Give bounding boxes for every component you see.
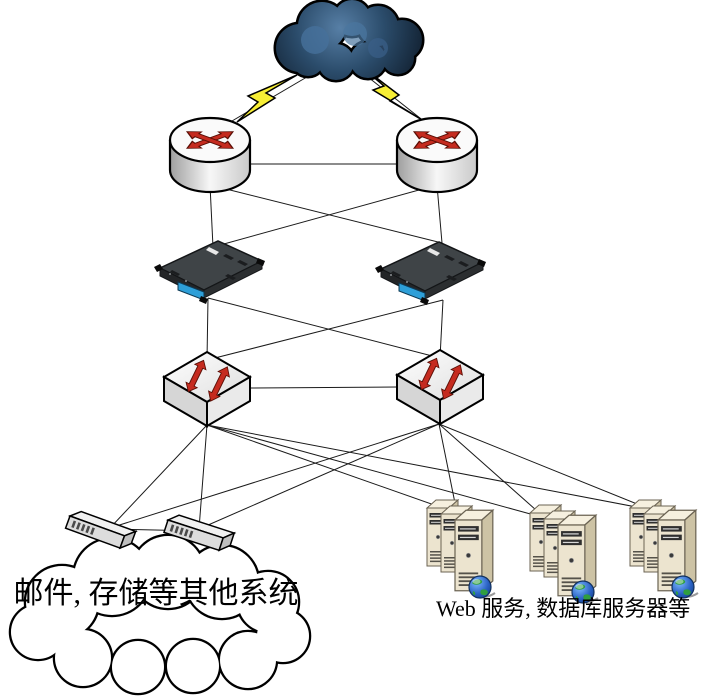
lightning-bolt-left-icon — [236, 74, 298, 123]
core-switch-1 — [153, 240, 266, 305]
other-systems-label: 邮件, 存储等其他系统 — [13, 577, 299, 610]
edge-router-1 — [170, 118, 250, 192]
workgroup-switch-2 — [397, 350, 483, 424]
server-cluster-1 — [427, 500, 495, 598]
core-switch-2 — [374, 241, 487, 306]
edge-router-2 — [397, 118, 477, 192]
other-systems-cloud-icon — [8, 533, 312, 696]
server-caption: Web 服务, 数据库服务器等 — [436, 596, 691, 621]
server-cluster-3 — [630, 500, 698, 598]
workgroup-switch-1 — [164, 352, 250, 426]
server-cluster-2 — [530, 505, 598, 603]
internet-cloud-icon — [273, 0, 425, 83]
